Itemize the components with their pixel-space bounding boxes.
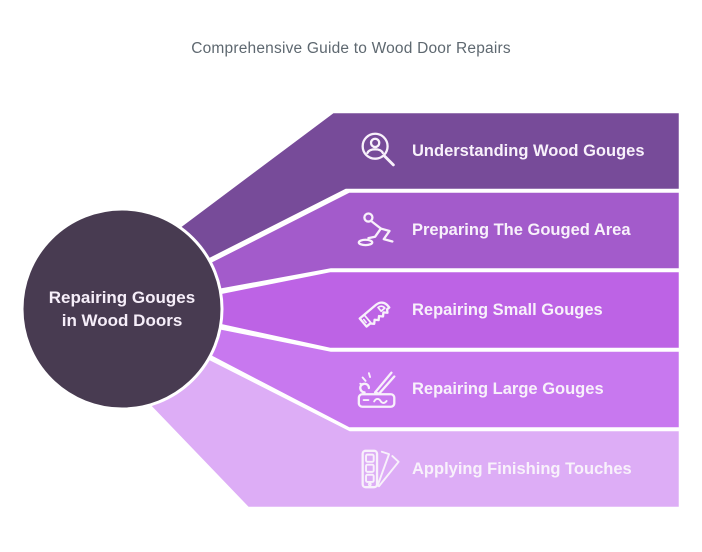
carving-gouge-icon	[355, 366, 401, 412]
center-label-line1: Repairing Gouges	[48, 288, 196, 307]
page-title: Comprehensive Guide to Wood Door Repairs	[191, 40, 511, 57]
banner-label-preparing-the-gouged-area: Preparing The Gouged Area	[412, 221, 631, 239]
center-circle	[20, 207, 224, 411]
center-label: Repairing Gouges in Wood Doors	[27, 286, 217, 332]
banner-label-applying-finishing-touches: Applying Finishing Touches	[412, 460, 632, 478]
banner-label-repairing-small-gouges: Repairing Small Gouges	[412, 301, 603, 319]
person-crawling-icon	[355, 207, 401, 253]
banner-label-repairing-large-gouges: Repairing Large Gouges	[412, 380, 604, 398]
banner-label-understanding-wood-gouges: Understanding Wood Gouges	[412, 142, 645, 160]
swatch-fan-icon	[355, 446, 401, 492]
user-magnifier-icon	[355, 128, 401, 174]
center-label-line2: in Wood Doors	[61, 311, 183, 330]
hand-saw-icon	[355, 287, 401, 333]
